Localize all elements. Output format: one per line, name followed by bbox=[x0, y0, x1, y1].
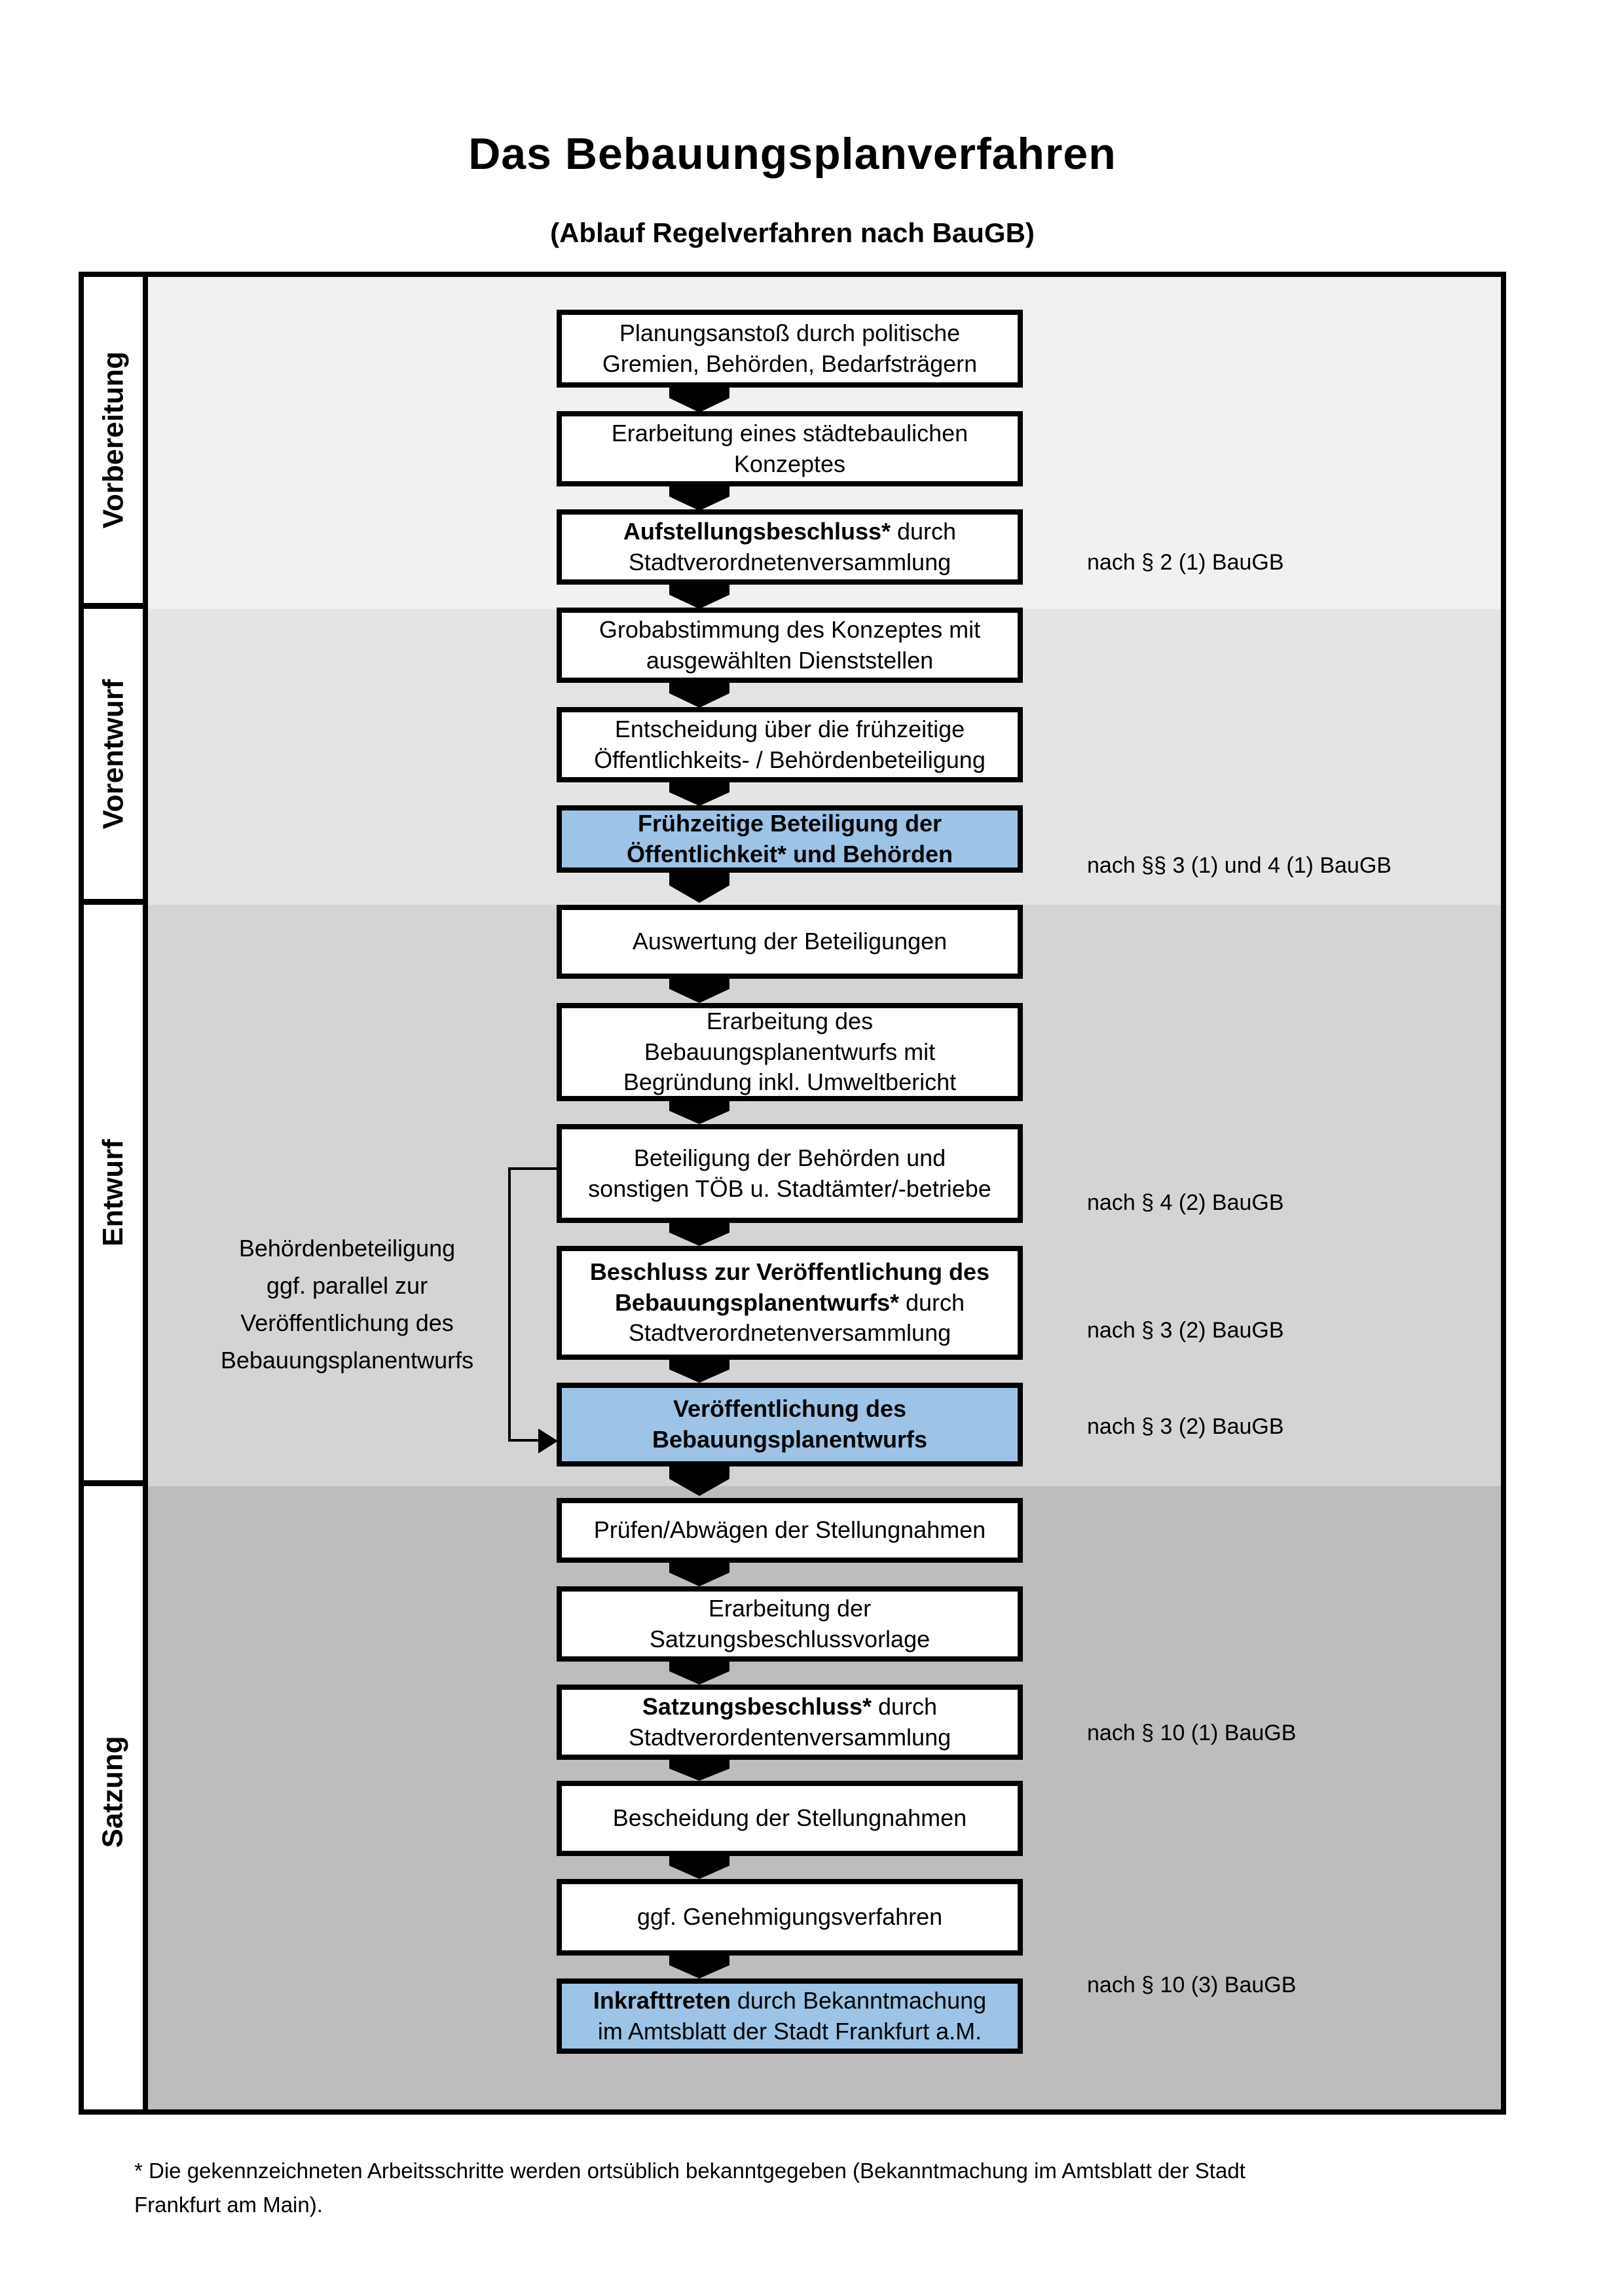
phase-label-entwurf: Entwurf bbox=[97, 1139, 130, 1247]
page-title: Das Bebauungsplanverfahren bbox=[468, 129, 1116, 179]
flow-step-behoerdenbeteiligung: Beteiligung der Behörden und sonstigen T… bbox=[557, 1124, 1023, 1223]
flow-step-bescheidung: Bescheidung der Stellungnahmen bbox=[557, 1781, 1023, 1856]
flow-step-aufstellungsbeschluss: Aufstellungsbeschluss* durch Stadtverord… bbox=[557, 509, 1023, 585]
legal-ref: nach § 4 (2) BauGB bbox=[1087, 1190, 1284, 1215]
side-note: Behördenbeteiligung ggf. parallel zur Ve… bbox=[220, 1235, 474, 1374]
flow-step-konzept: Erarbeitung eines städtebaulichen Konzep… bbox=[557, 411, 1023, 486]
flow-step-erarbeitung-entwurf: Erarbeitung des Bebauungsplanentwurfs mi… bbox=[557, 1003, 1023, 1101]
connector-vertical-line bbox=[508, 1167, 511, 1442]
flow-step-planungsanstoss: Planungsanstoß durch politische Gremien,… bbox=[557, 310, 1023, 388]
flow-step-fruehzeitige-beteiligung: Frühzeitige Beteiligung der Öffentlichke… bbox=[557, 805, 1023, 873]
phase-cell-entwurf: Entwurf bbox=[84, 905, 143, 1486]
legal-ref: nach § 10 (3) BauGB bbox=[1087, 1973, 1297, 1997]
legal-ref: nach § 10 (1) BauGB bbox=[1087, 1721, 1297, 1745]
flow-step-entscheidung-beteiligung: Entscheidung über die frühzeitige Öffent… bbox=[557, 707, 1023, 782]
phase-label-column: Vorbereitung Vorentwurf Entwurf Satzung bbox=[79, 272, 148, 2115]
connector-bottom-line bbox=[508, 1439, 541, 1442]
phase-cell-vorbereitung: Vorbereitung bbox=[84, 277, 143, 609]
phase-label-vorbereitung: Vorbereitung bbox=[97, 351, 129, 529]
page-subtitle: (Ablauf Regelverfahren nach BauGB) bbox=[550, 217, 1035, 248]
footnote: * Die gekennzeichneten Arbeitsschritte w… bbox=[134, 2159, 1246, 2217]
phase-label-satzung: Satzung bbox=[97, 1736, 130, 1848]
legal-ref: nach § 2 (1) BauGB bbox=[1087, 550, 1284, 575]
flow-step-satzungsbeschluss: Satzungsbeschluss* durch Stadtverordente… bbox=[557, 1685, 1023, 1760]
phase-label-vorentwurf: Vorentwurf bbox=[97, 679, 129, 829]
flow-step-grobabstimmung: Grobabstimmung des Konzeptes mit ausgewä… bbox=[557, 608, 1023, 683]
legal-ref: nach §§ 3 (1) und 4 (1) BauGB bbox=[1087, 853, 1392, 878]
connector-top-line bbox=[508, 1167, 558, 1170]
flow-step-genehmigungsverfahren: ggf. Genehmigungsverfahren bbox=[557, 1879, 1023, 1956]
flow-step-veroeffentlichungsbeschluss: Beschluss zur Veröffentlichung des Bebau… bbox=[557, 1246, 1023, 1360]
connector-arrowhead-icon bbox=[538, 1429, 558, 1453]
phase-cell-satzung: Satzung bbox=[84, 1486, 143, 2098]
flow-step-auswertung: Auswertung der Beteiligungen bbox=[557, 905, 1023, 979]
legal-ref: nach § 3 (2) BauGB bbox=[1087, 1318, 1284, 1343]
legal-ref: nach § 3 (2) BauGB bbox=[1087, 1414, 1284, 1439]
flow-step-satzungsvorlage: Erarbeitung der Satzungsbeschlussvorlage bbox=[557, 1586, 1023, 1662]
flow-step-pruefen-abwaegen: Prüfen/Abwägen der Stellungnahmen bbox=[557, 1498, 1023, 1563]
flow-step-veroeffentlichung: Veröffentlichung des Bebauungsplanentwur… bbox=[557, 1383, 1023, 1467]
flow-step-inkrafttreten: Inkrafttreten durch Bekanntmachung im Am… bbox=[557, 1978, 1023, 2054]
phase-cell-vorentwurf: Vorentwurf bbox=[84, 609, 143, 905]
